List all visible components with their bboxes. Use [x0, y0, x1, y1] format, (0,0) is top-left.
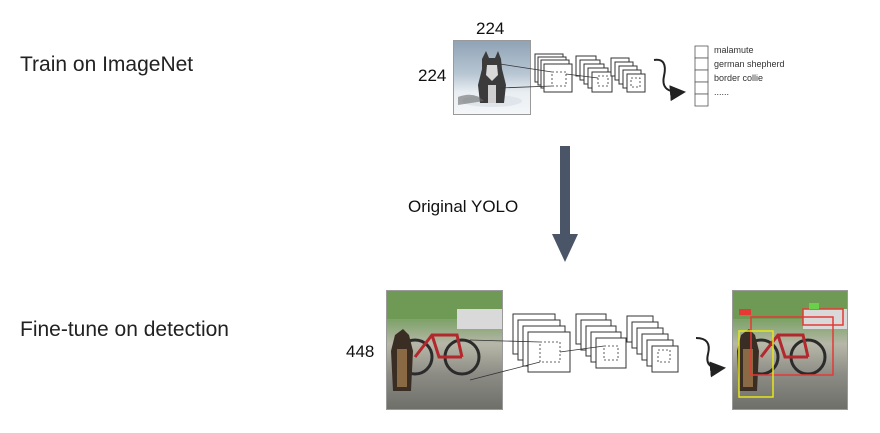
- classifier-arrow: [653, 58, 686, 102]
- original-yolo-label: Original YOLO: [408, 197, 519, 216]
- detection-input-size-label: 448: [346, 342, 375, 361]
- dog-detection-box: [738, 330, 774, 398]
- car-detection-box: [802, 308, 844, 326]
- class-label: malamute: [714, 45, 754, 55]
- imagenet-dog-photo: [453, 40, 531, 115]
- detection-output-arrow: [695, 337, 726, 378]
- input-height-label: 224: [418, 66, 447, 85]
- dog-figure: [458, 51, 522, 107]
- bicycle-detection-box: [750, 316, 834, 376]
- dog-bicycle-scene: [387, 291, 502, 391]
- detection-result-scene: [733, 291, 847, 398]
- detection-network: [512, 313, 679, 373]
- detection-input-photo: [386, 290, 503, 410]
- class-output-vector: [694, 45, 709, 107]
- train-step-label: Train on ImageNet: [20, 53, 194, 76]
- class-label: german shepherd: [714, 59, 785, 69]
- class-label: ......: [714, 87, 730, 97]
- input-width-label: 224: [476, 19, 505, 38]
- down-arrow: [552, 146, 578, 262]
- finetune-step-label: Fine-tune on detection: [20, 318, 229, 341]
- detection-output-photo: [732, 290, 848, 410]
- class-label: border collie: [714, 73, 764, 83]
